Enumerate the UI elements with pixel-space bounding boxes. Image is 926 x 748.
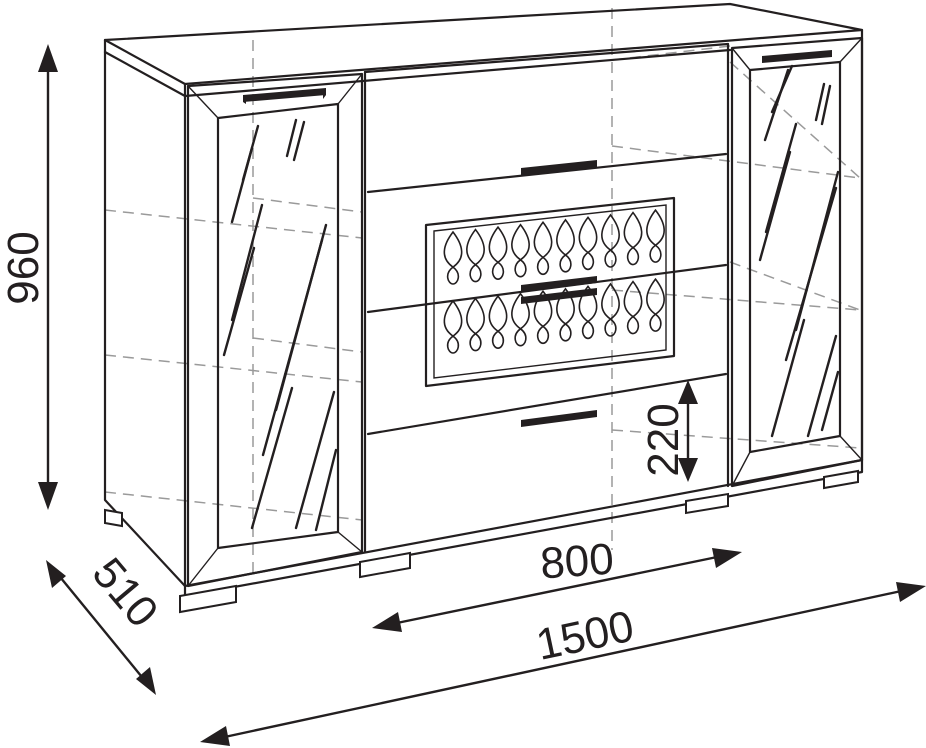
lattice-cell <box>623 280 643 335</box>
lattice-cell <box>623 211 643 266</box>
depth-dimension <box>46 560 156 695</box>
lattice-cell <box>511 223 530 278</box>
drawer-handle-bottom <box>521 410 597 427</box>
hidden-edges <box>104 8 861 580</box>
lattice-cell <box>488 225 508 280</box>
left-door-handle <box>243 88 326 104</box>
depth-dimension-label: 510 <box>83 549 168 637</box>
lattice-cell <box>466 228 485 283</box>
drawer-height-dimension <box>678 380 698 482</box>
lattice-cell <box>443 230 463 285</box>
lattice-cell <box>511 292 530 347</box>
right-door-glass-reflections <box>758 64 840 438</box>
height-dimension-label: 960 <box>0 231 48 304</box>
lattice-cell <box>533 289 553 345</box>
drawer-handle-lower-middle <box>521 288 597 304</box>
lattice-cell <box>646 277 665 332</box>
drawer-handles <box>521 160 597 427</box>
ornamental-lattice-panel <box>424 196 676 388</box>
height-dimension <box>38 44 58 510</box>
middle-width-dimension <box>372 548 742 632</box>
total-width-dimension-label: 1500 <box>532 602 638 670</box>
lattice-cell <box>601 213 620 268</box>
cabinet-feet <box>104 469 859 614</box>
drawer-handle-top <box>521 160 597 175</box>
lattice-cell <box>578 285 598 340</box>
drawer-handle-upper-middle <box>521 276 597 292</box>
lattice-cell <box>466 297 485 352</box>
left-glass-door <box>186 72 364 588</box>
lattice-cell <box>443 299 463 354</box>
lattice-cell <box>578 216 598 271</box>
lattice-cell <box>601 282 620 337</box>
lattice-cell <box>488 294 508 349</box>
left-door-glass-reflections <box>222 118 338 532</box>
lattice-cells <box>443 208 665 354</box>
lattice-cell <box>556 287 575 342</box>
right-door-handle <box>762 50 832 63</box>
lattice-cell <box>556 218 575 273</box>
lattice-cell <box>646 208 665 263</box>
lattice-cell <box>533 220 553 276</box>
middle-width-dimension-label: 800 <box>539 535 616 589</box>
drawer-height-dimension-label: 220 <box>639 403 688 476</box>
total-width-dimension <box>200 582 926 746</box>
right-glass-door <box>730 36 864 488</box>
